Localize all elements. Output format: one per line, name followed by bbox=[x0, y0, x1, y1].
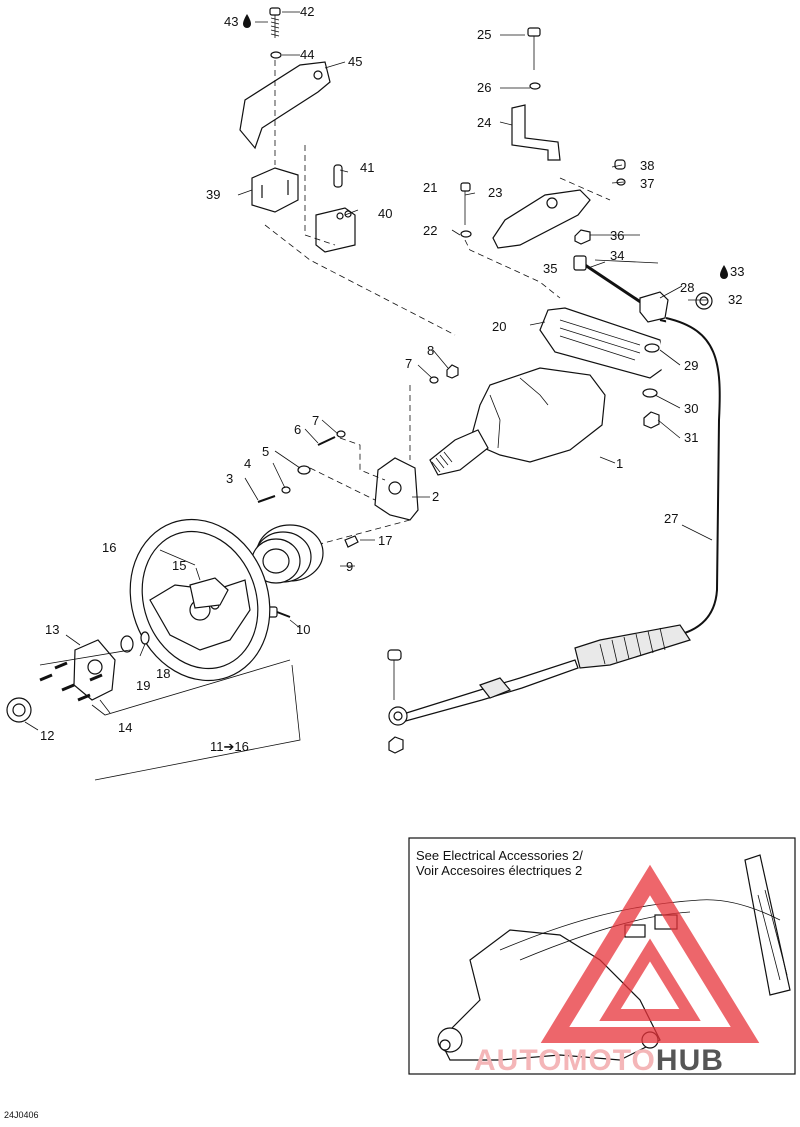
callout-27: 27 bbox=[664, 511, 678, 526]
loctite-drop-icon bbox=[720, 265, 728, 279]
washer-4 bbox=[281, 486, 291, 494]
inset-caption-line1: See Electrical Accessories 2/ bbox=[416, 848, 583, 863]
callout-2: 2 bbox=[432, 489, 439, 504]
watermark-text: AUTOMOTOHUB bbox=[474, 1044, 724, 1078]
bracket-24 bbox=[511, 104, 561, 161]
washer-18 bbox=[140, 631, 150, 645]
callout-1: 1 bbox=[616, 456, 623, 471]
inset-caption: See Electrical Accessories 2/ Voir Acces… bbox=[416, 848, 583, 878]
callout-23: 23 bbox=[488, 185, 502, 200]
callout-21: 21 bbox=[423, 180, 437, 195]
washer-29 bbox=[644, 343, 660, 353]
callout-10: 10 bbox=[296, 622, 310, 637]
ball-joint-28 bbox=[639, 291, 669, 323]
callout-24: 24 bbox=[477, 115, 491, 130]
callout-3: 3 bbox=[226, 471, 233, 486]
callout-16: 16 bbox=[102, 540, 116, 555]
callout-5: 5 bbox=[262, 444, 269, 459]
callout-18: 18 bbox=[156, 666, 170, 681]
callout-9: 9 bbox=[346, 559, 353, 574]
callout-6: 6 bbox=[294, 422, 301, 437]
bolt-25 bbox=[527, 27, 541, 70]
callout-13: 13 bbox=[45, 622, 59, 637]
screw-3 bbox=[257, 495, 276, 503]
callout-45: 45 bbox=[348, 54, 362, 69]
washer-44 bbox=[270, 51, 282, 59]
nut-31 bbox=[643, 411, 660, 429]
callout-43: 43 bbox=[224, 14, 238, 29]
callout-40: 40 bbox=[378, 206, 392, 221]
callout-28: 28 bbox=[680, 280, 694, 295]
callout-20: 20 bbox=[492, 319, 506, 334]
callout-15: 15 bbox=[172, 558, 186, 573]
adjuster-fitting bbox=[479, 677, 511, 699]
washer-5 bbox=[297, 465, 311, 475]
screws-14 bbox=[39, 661, 103, 702]
bolt-42 bbox=[269, 7, 281, 38]
washer-22 bbox=[460, 230, 472, 238]
callout-29: 29 bbox=[684, 358, 698, 373]
watermark-logo bbox=[540, 864, 760, 1043]
center-cap-15 bbox=[189, 577, 229, 609]
callout-7b: 7 bbox=[405, 356, 412, 371]
callout-36: 36 bbox=[610, 228, 624, 243]
callout-12: 12 bbox=[40, 728, 54, 743]
reference-code: 24J0406 bbox=[4, 1110, 39, 1120]
bolt-21 bbox=[460, 182, 471, 225]
washer-7a bbox=[336, 430, 346, 438]
callout-38: 38 bbox=[640, 158, 654, 173]
column-housing-1 bbox=[469, 367, 606, 463]
callout-11-16: 11➔16 bbox=[210, 739, 249, 754]
screw-10 bbox=[267, 606, 291, 618]
nut-cable-end bbox=[388, 736, 404, 754]
nut-19 bbox=[120, 635, 134, 653]
bracket-23 bbox=[492, 189, 591, 249]
callout-37: 37 bbox=[640, 176, 654, 191]
clamp-39 bbox=[251, 167, 299, 213]
watermark-text-part1: AUTOMOTO bbox=[474, 1044, 656, 1077]
callout-4: 4 bbox=[244, 456, 251, 471]
callout-22: 22 bbox=[423, 223, 437, 238]
bolt-38 bbox=[614, 159, 626, 170]
nut-8 bbox=[446, 364, 459, 379]
callout-39: 39 bbox=[206, 187, 220, 202]
callout-8: 8 bbox=[427, 343, 434, 358]
rod-34 bbox=[584, 263, 646, 307]
callout-33: 33 bbox=[730, 264, 744, 279]
cable-end-assembly bbox=[574, 624, 691, 669]
watermark-text-part2: HUB bbox=[655, 1044, 724, 1077]
callout-44: 44 bbox=[300, 47, 314, 62]
callout-32: 32 bbox=[728, 292, 742, 307]
callout-14: 14 bbox=[118, 720, 132, 735]
pin-41 bbox=[333, 164, 343, 188]
callout-7a: 7 bbox=[312, 413, 319, 428]
callout-34: 34 bbox=[610, 248, 624, 263]
hub-9 bbox=[251, 524, 324, 584]
block-40 bbox=[315, 207, 356, 253]
key-17 bbox=[344, 535, 359, 548]
washer-30 bbox=[642, 388, 658, 398]
callout-19: 19 bbox=[136, 678, 150, 693]
washer-7b bbox=[429, 376, 439, 384]
bolt-cable-end bbox=[387, 649, 402, 700]
nut-36 bbox=[574, 229, 591, 245]
callout-17: 17 bbox=[378, 533, 392, 548]
inset-caption-line2: Voir Accesoires électriques 2 bbox=[416, 863, 583, 878]
screw-6 bbox=[317, 436, 336, 446]
bracket-45 bbox=[239, 61, 331, 150]
washer-26 bbox=[529, 82, 541, 90]
callout-42: 42 bbox=[300, 4, 314, 19]
connector-35 bbox=[573, 255, 587, 271]
callout-31: 31 bbox=[684, 430, 698, 445]
callout-30: 30 bbox=[684, 401, 698, 416]
callout-26: 26 bbox=[477, 80, 491, 95]
loctite-drop-icon bbox=[243, 14, 251, 28]
callout-25: 25 bbox=[477, 27, 491, 42]
shaft bbox=[429, 429, 489, 476]
callout-35: 35 bbox=[543, 261, 557, 276]
callout-41: 41 bbox=[360, 160, 374, 175]
